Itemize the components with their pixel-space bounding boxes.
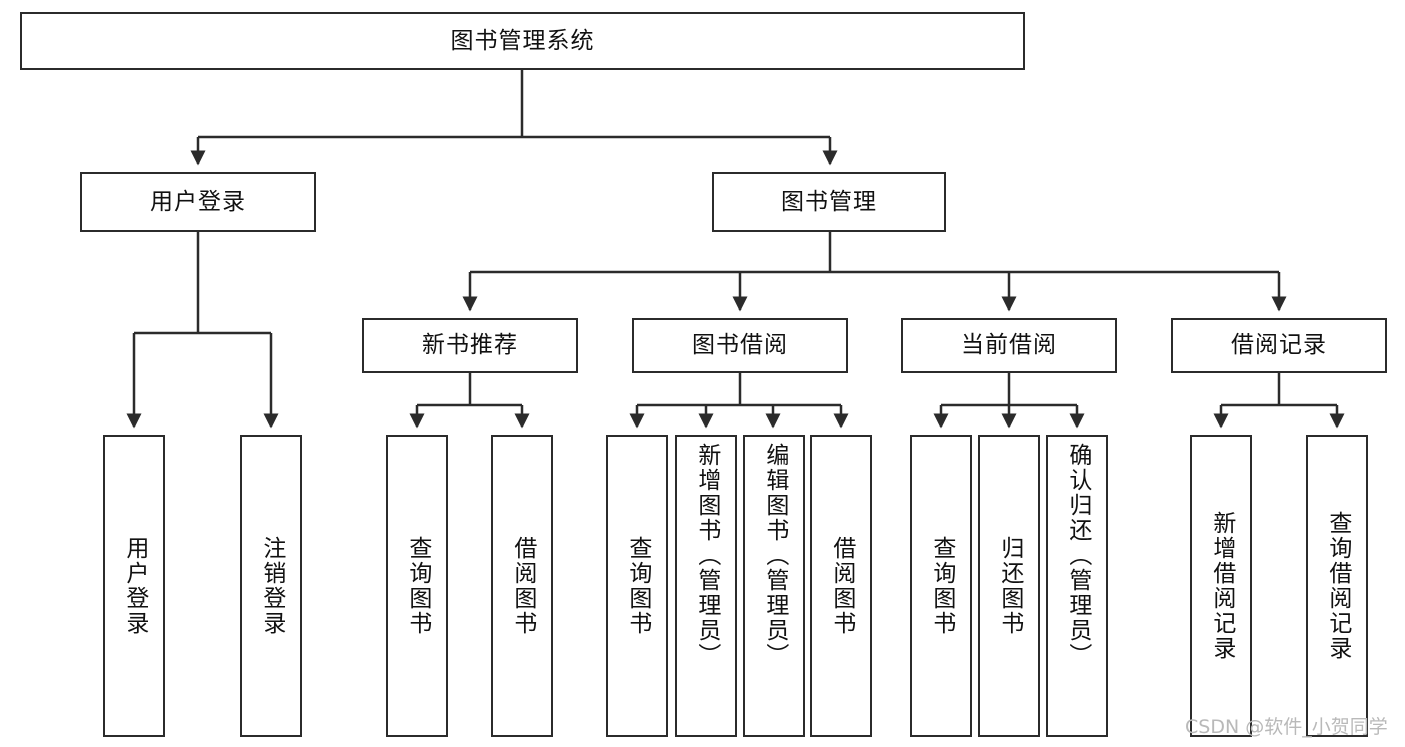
node-book-borrow-label: 图书借阅: [692, 332, 788, 358]
node-leaf-query-record[interactable]: 查询借阅记录: [1306, 435, 1368, 737]
node-leaf-confirm-return[interactable]: 确认归还（管理员）: [1046, 435, 1108, 737]
node-current-borrow[interactable]: 当前借阅: [901, 318, 1117, 373]
csdn-watermark: CSDN @软件_小贺同学: [1185, 716, 1388, 738]
node-leaf-borrow-book-1[interactable]: 借阅图书: [491, 435, 553, 737]
node-book-borrow[interactable]: 图书借阅: [632, 318, 848, 373]
node-leaf-query-book-1-label: 查询图书: [404, 536, 431, 636]
node-borrow-record-label: 借阅记录: [1231, 332, 1327, 358]
node-book-manage-label: 图书管理: [781, 188, 877, 215]
node-leaf-return-book[interactable]: 归还图书: [978, 435, 1040, 737]
node-root-label: 图书管理系统: [450, 27, 595, 54]
node-user-login[interactable]: 用户登录: [80, 172, 316, 232]
node-leaf-confirm-return-label: 确认归还（管理员）: [1064, 443, 1091, 668]
node-leaf-user-logout[interactable]: 注销登录: [240, 435, 302, 737]
node-leaf-add-book-label: 新增图书（管理员）: [693, 443, 720, 668]
node-user-login-label: 用户登录: [150, 188, 246, 215]
node-leaf-user-login[interactable]: 用户登录: [103, 435, 165, 737]
node-leaf-user-login-label: 用户登录: [121, 536, 148, 636]
node-leaf-borrow-book-2[interactable]: 借阅图书: [810, 435, 872, 737]
node-leaf-query-book-2-label: 查询图书: [624, 536, 651, 636]
node-leaf-query-book-2[interactable]: 查询图书: [606, 435, 668, 737]
node-leaf-query-record-label: 查询借阅记录: [1324, 511, 1351, 661]
node-leaf-borrow-book-2-label: 借阅图书: [828, 536, 855, 636]
node-new-book-recommend-label: 新书推荐: [422, 332, 518, 358]
node-leaf-add-book[interactable]: 新增图书（管理员）: [675, 435, 737, 737]
node-new-book-recommend[interactable]: 新书推荐: [362, 318, 578, 373]
node-leaf-borrow-book-1-label: 借阅图书: [509, 536, 536, 636]
node-borrow-record[interactable]: 借阅记录: [1171, 318, 1387, 373]
node-leaf-query-book-1[interactable]: 查询图书: [386, 435, 448, 737]
node-leaf-add-record-label: 新增借阅记录: [1208, 511, 1235, 661]
node-leaf-user-logout-label: 注销登录: [258, 536, 285, 636]
node-leaf-query-book-3[interactable]: 查询图书: [910, 435, 972, 737]
node-current-borrow-label: 当前借阅: [961, 332, 1057, 358]
node-leaf-edit-book-label: 编辑图书（管理员）: [761, 443, 788, 668]
node-leaf-edit-book[interactable]: 编辑图书（管理员）: [743, 435, 805, 737]
node-leaf-add-record[interactable]: 新增借阅记录: [1190, 435, 1252, 737]
node-root[interactable]: 图书管理系统: [20, 12, 1025, 70]
node-leaf-query-book-3-label: 查询图书: [928, 536, 955, 636]
node-leaf-return-book-label: 归还图书: [996, 536, 1023, 636]
node-book-manage[interactable]: 图书管理: [712, 172, 946, 232]
